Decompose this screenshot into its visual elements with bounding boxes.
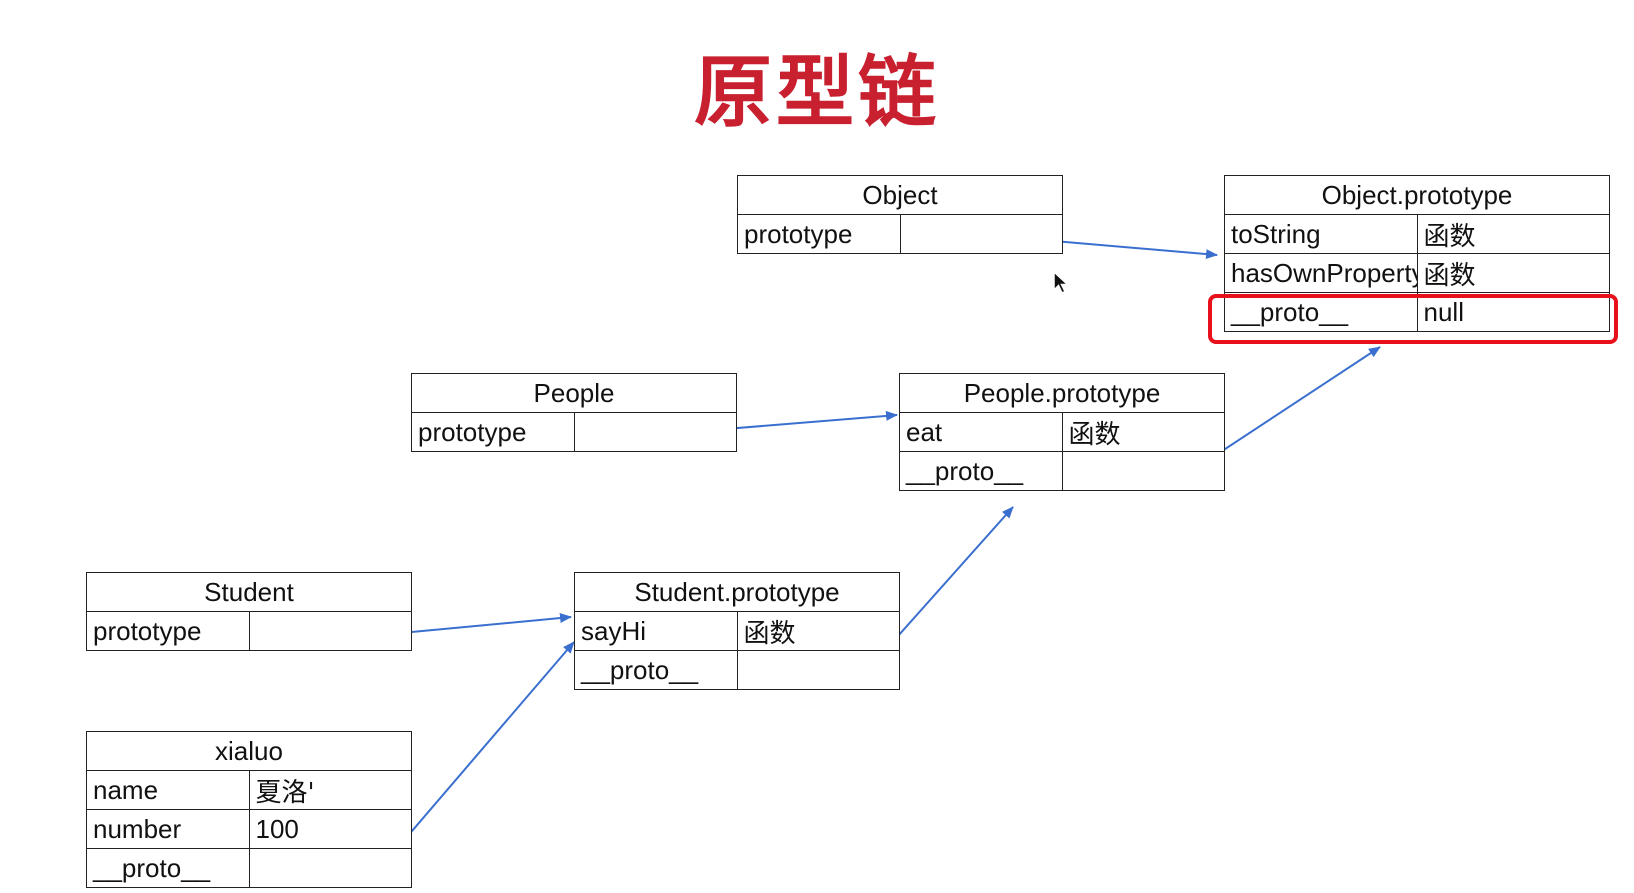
property-key: prototype <box>86 611 250 651</box>
people-box: People prototype <box>411 373 737 452</box>
xialuo-box: xialuo name 夏洛' number 100 __proto__ <box>86 731 412 888</box>
property-value: null <box>1416 292 1610 332</box>
property-key: eat <box>899 412 1063 452</box>
table-row: __proto__ <box>574 650 900 690</box>
property-value <box>736 650 900 690</box>
table-row: prototype <box>737 214 1063 254</box>
property-value <box>248 611 412 651</box>
property-value <box>248 848 412 888</box>
null-proto-highlight <box>1208 294 1618 344</box>
table-row: eat 函数 <box>899 412 1225 452</box>
property-key: toString <box>1224 214 1418 254</box>
people-prototype-box: People.prototype eat 函数 __proto__ <box>899 373 1225 491</box>
property-value: 函数 <box>736 611 900 651</box>
property-key: __proto__ <box>574 650 738 690</box>
table-row: number 100 <box>86 809 412 849</box>
table-row: hasOwnProperty 函数 <box>1224 253 1610 293</box>
property-value: 函数 <box>1416 214 1610 254</box>
property-key: name <box>86 770 250 810</box>
table-row: name 夏洛' <box>86 770 412 810</box>
property-key: number <box>86 809 250 849</box>
page-title: 原型链 <box>693 48 940 138</box>
object-box: Object prototype <box>737 175 1063 254</box>
table-row: toString 函数 <box>1224 214 1610 254</box>
student-prototype-box: Student.prototype sayHi 函数 __proto__ <box>574 572 900 690</box>
property-key: prototype <box>737 214 901 254</box>
box-header: Student <box>86 572 412 612</box>
property-key: hasOwnProperty <box>1224 253 1418 293</box>
box-header: Student.prototype <box>574 572 900 612</box>
property-value: 100 <box>248 809 412 849</box>
mouse-cursor-icon <box>1053 270 1070 295</box>
property-key: __proto__ <box>1224 292 1418 332</box>
object-prototype-box: Object.prototype toString 函数 hasOwnPrope… <box>1224 175 1610 332</box>
property-value: 夏洛' <box>248 770 412 810</box>
table-row: prototype <box>411 412 737 452</box>
property-value <box>1061 451 1225 491</box>
table-row: prototype <box>86 611 412 651</box>
student-box: Student prototype <box>86 572 412 651</box>
property-value <box>573 412 737 452</box>
property-value: 函数 <box>1416 253 1610 293</box>
box-header: Object.prototype <box>1224 175 1610 215</box>
table-row: __proto__ null <box>1224 292 1610 332</box>
property-value <box>899 214 1063 254</box>
property-key: __proto__ <box>86 848 250 888</box>
box-header: People <box>411 373 737 413</box>
property-value: 函数 <box>1061 412 1225 452</box>
table-row: __proto__ <box>899 451 1225 491</box>
property-key: sayHi <box>574 611 738 651</box>
table-row: __proto__ <box>86 848 412 888</box>
box-header: Object <box>737 175 1063 215</box>
box-header: xialuo <box>86 731 412 771</box>
table-row: sayHi 函数 <box>574 611 900 651</box>
box-header: People.prototype <box>899 373 1225 413</box>
property-key: __proto__ <box>899 451 1063 491</box>
property-key: prototype <box>411 412 575 452</box>
